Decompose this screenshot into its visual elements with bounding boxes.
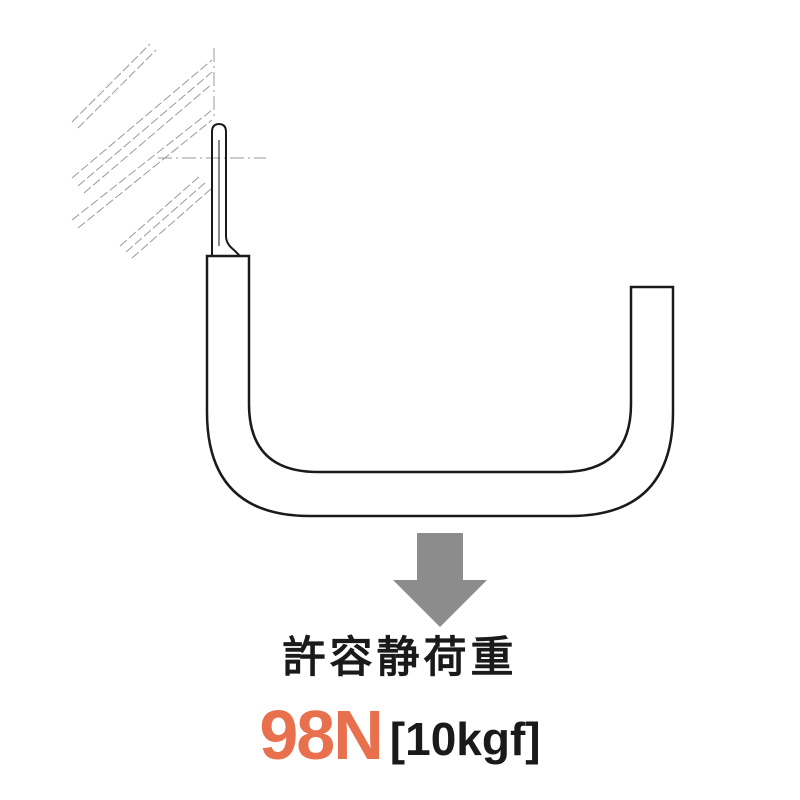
load-value-newton: 98N [259,696,383,774]
load-value-row: 98N[10kgf] [0,695,800,794]
u-hook-outline [205,254,675,518]
load-arrow-icon [393,533,487,627]
load-value-kgf: [10kgf] [389,713,541,765]
wall-hatching [71,43,213,259]
mounting-plate [211,122,241,257]
allowable-static-load-label: 許容静荷重 [282,633,518,683]
